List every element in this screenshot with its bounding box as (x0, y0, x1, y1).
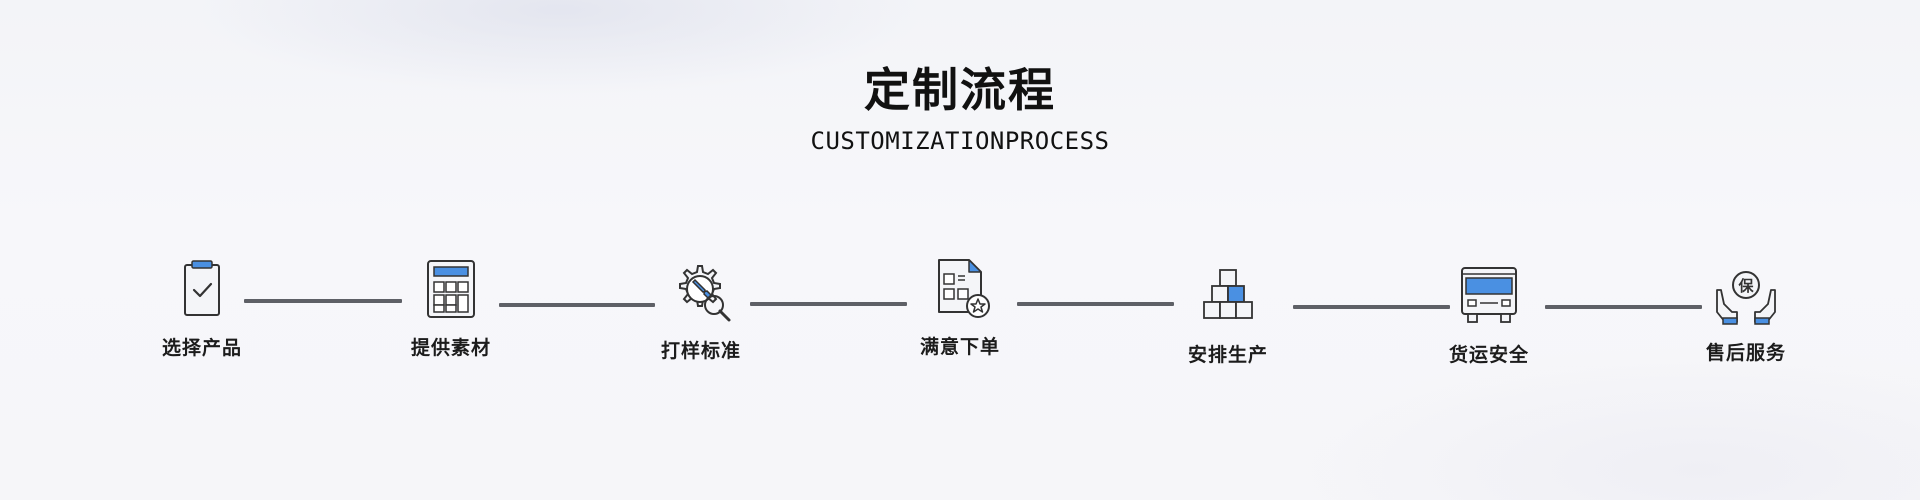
calculator-icon (427, 260, 475, 318)
step-arrange-production: 安排生产 (1143, 262, 1313, 367)
clipboard-check-icon (184, 260, 220, 316)
step-label: 售后服务 (1705, 342, 1786, 364)
gear-wrench-search-icon (679, 265, 731, 322)
step-label: 满意下单 (919, 336, 1000, 358)
step-sampling-standard: 打样标准 (616, 258, 786, 363)
step-after-sales-service: 保 售后服务 (1661, 260, 1831, 365)
step-label: 货运安全 (1448, 344, 1529, 366)
stacked-boxes-icon (1203, 269, 1253, 319)
connector-1 (244, 299, 402, 303)
connector-6 (1545, 305, 1702, 309)
connector-5 (1293, 305, 1450, 309)
truck-icon (1461, 267, 1517, 323)
connector-4 (1017, 302, 1174, 306)
page-title: 定制流程 (864, 63, 1056, 117)
connector-3 (750, 302, 907, 306)
document-star-icon (938, 259, 990, 318)
page-subtitle: CUSTOMIZATIONPROCESS (810, 127, 1110, 155)
connector-2 (499, 303, 655, 307)
step-label: 安排生产 (1187, 344, 1268, 366)
step-satisfied-order: 满意下单 (875, 254, 1045, 359)
step-select-product: 选择产品 (117, 255, 287, 360)
step-label: 提供素材 (410, 337, 491, 359)
svg-text:保: 保 (1737, 277, 1754, 295)
step-label: 打样标准 (660, 340, 741, 362)
hands-guarantee-icon: 保 (1716, 271, 1776, 325)
step-label: 选择产品 (161, 337, 242, 359)
step-provide-materials: 提供素材 (366, 255, 536, 360)
step-safe-shipping: 货运安全 (1404, 262, 1574, 367)
